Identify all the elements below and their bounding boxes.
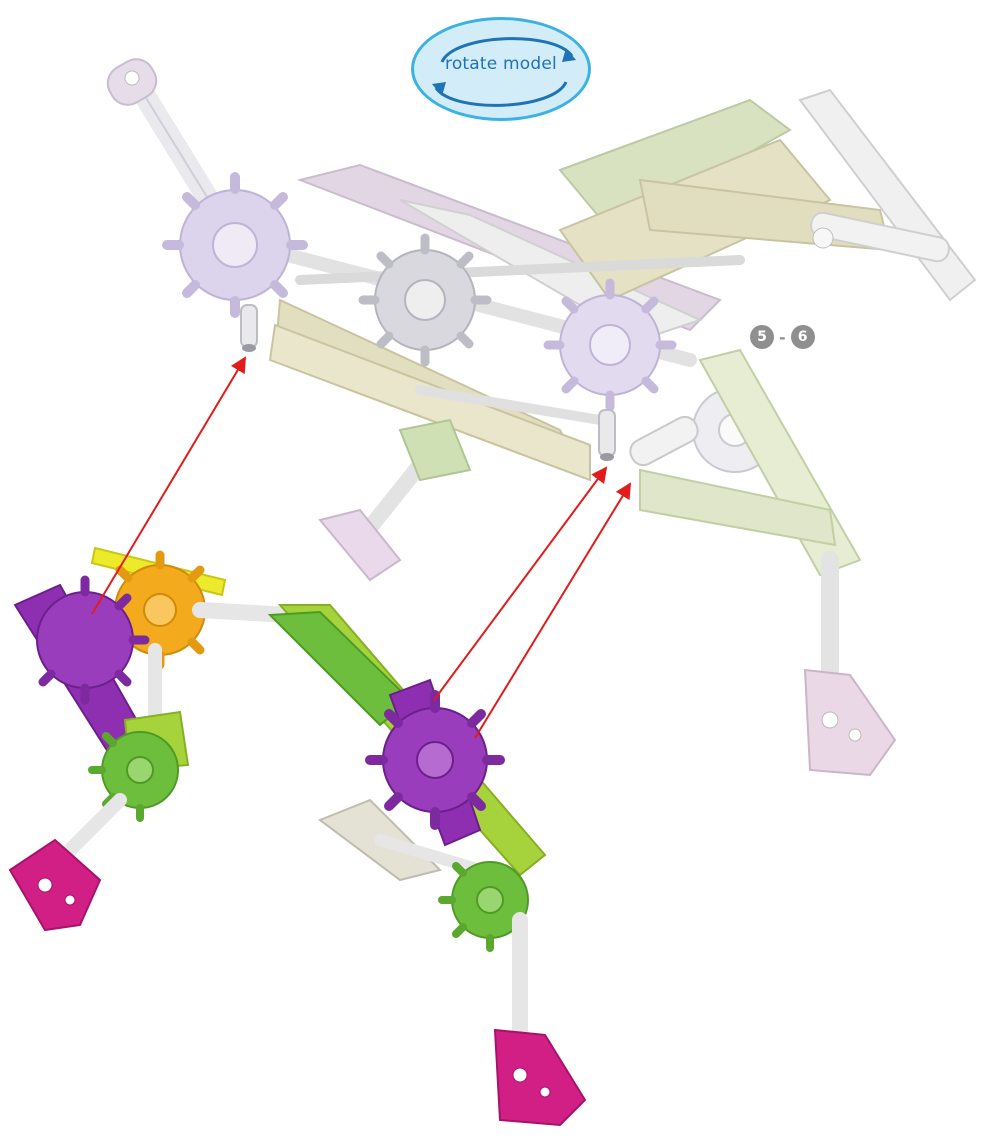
step-range: 5 - 6 [750, 324, 815, 350]
rotate-model-badge: rotate model [411, 17, 591, 121]
handle-rod [101, 53, 215, 210]
arrow-right [475, 484, 630, 738]
upper-model [101, 53, 975, 775]
step-separator: - [779, 328, 786, 347]
rotate-model-label: rotate model [414, 54, 588, 74]
right-leg [270, 605, 585, 1125]
gear-gray-center [363, 238, 487, 362]
step-number-start: 5 [750, 325, 774, 349]
left-leg [10, 548, 290, 930]
gear-purple-right [370, 695, 500, 825]
leg-subassembly [10, 548, 585, 1125]
gear-lavender-right [548, 283, 672, 407]
step-number-end: 6 [791, 325, 815, 349]
gear-lavender-left [167, 177, 303, 313]
